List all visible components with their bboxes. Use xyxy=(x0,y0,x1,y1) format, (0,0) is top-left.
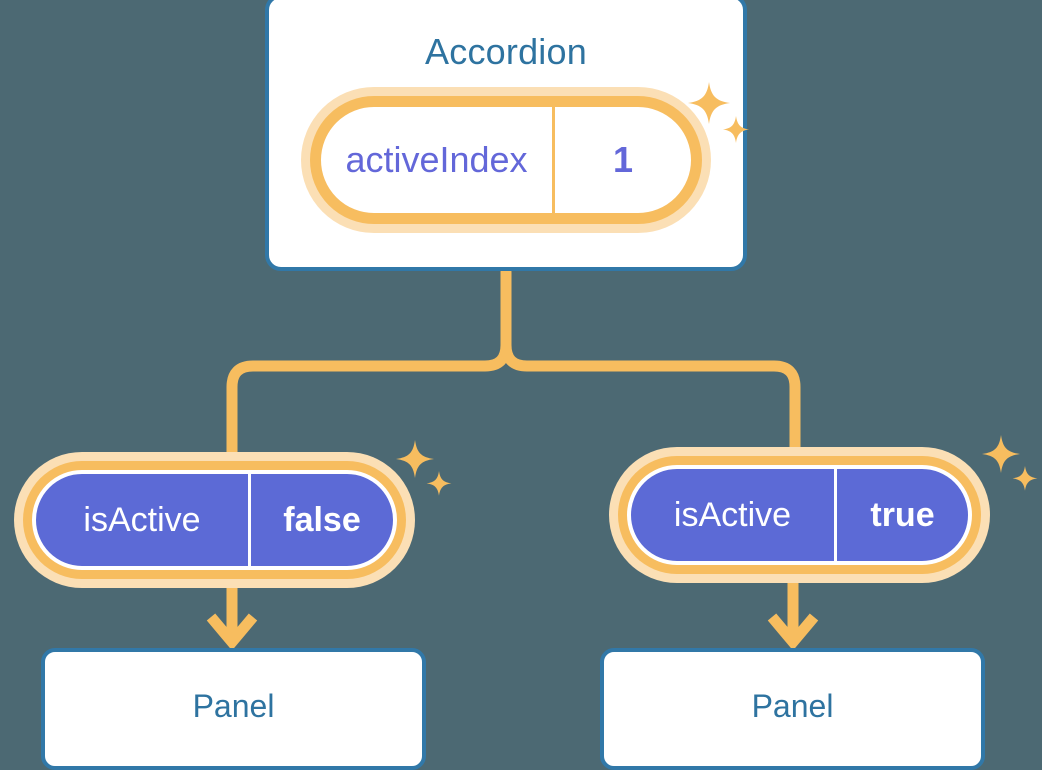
sparkle-small-icon xyxy=(426,471,452,496)
sparkle-icon xyxy=(396,440,434,478)
prop-pill-body: activeIndex 1 xyxy=(310,96,702,224)
sparkle-small-icon xyxy=(1012,466,1038,491)
branch-connector-icon-right xyxy=(500,339,801,471)
prop-pill-isactive-false[interactable]: isActive false xyxy=(32,470,397,570)
sparkle-icon xyxy=(982,435,1020,473)
accordion-title: Accordion xyxy=(425,31,587,72)
prop-value-isactive-left: false xyxy=(283,500,361,539)
panel-component-card-left[interactable]: Panel xyxy=(41,648,426,770)
prop-value-activeindex: 1 xyxy=(612,139,634,180)
prop-key-isactive-right: isActive xyxy=(631,469,837,561)
sparkle-group-left xyxy=(394,440,452,502)
prop-pill-activeindex[interactable]: activeIndex 1 xyxy=(310,96,702,224)
panel-title-left: Panel xyxy=(192,688,275,724)
sparkle-group-right xyxy=(980,435,1038,497)
prop-pill-isactive-true[interactable]: isActive true xyxy=(627,465,972,565)
prop-pill-body-right: isActive true xyxy=(627,465,972,565)
arrow-down-icon-right xyxy=(767,567,819,651)
prop-value-isactive-right: true xyxy=(870,495,935,534)
branch-connector-icon xyxy=(226,266,512,476)
prop-key-activeindex: activeIndex xyxy=(321,107,555,213)
prop-pill-body-left: isActive false xyxy=(32,470,397,570)
prop-key-isactive-left: isActive xyxy=(36,474,251,566)
panel-title-right: Panel xyxy=(751,688,834,724)
panel-component-card-right[interactable]: Panel xyxy=(600,648,985,770)
arrow-down-icon xyxy=(206,572,258,651)
